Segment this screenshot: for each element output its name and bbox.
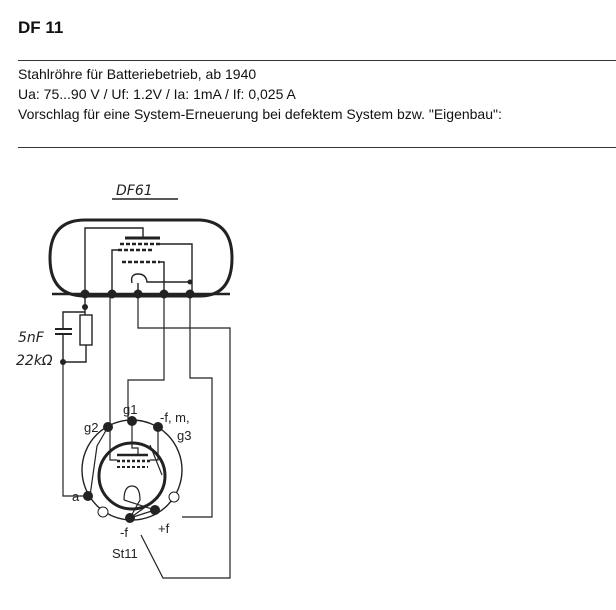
pin-label-fm: -f, m, — [160, 410, 190, 425]
tube-pins — [60, 279, 195, 365]
df61-tube-envelope — [48, 218, 234, 298]
capacitor-label: 5nF — [18, 330, 45, 346]
resistor-label: 22kΩ — [16, 353, 53, 369]
connection-wires — [62, 294, 231, 579]
description-line-2: Ua: 75...90 V / Uf: 1.2V / Ia: 1mA / If:… — [18, 86, 296, 102]
pin-label-g2: g2 — [84, 420, 98, 435]
description-line-3: Vorschlag für eine System-Erneuerung bei… — [18, 106, 502, 122]
tube-label: DF61 — [116, 183, 153, 199]
df61-electrode-system — [84, 227, 193, 294]
description-line-1: Stahlröhre für Batteriebetrieb, ab 1940 — [18, 66, 257, 82]
socket-tube-outline — [97, 441, 167, 511]
socket-pins — [83, 416, 180, 523]
rc-network — [55, 294, 93, 363]
pin-label-minus-f: -f — [120, 525, 128, 540]
divider-bottom — [18, 147, 616, 148]
divider-top — [18, 60, 616, 61]
pin-label-g1: g1 — [123, 402, 137, 417]
pin-label-plus-f: +f — [158, 521, 170, 536]
resistor — [79, 314, 93, 346]
pin-label-a: a — [72, 489, 80, 504]
socket-system — [89, 421, 163, 519]
pin-label-g3: g3 — [177, 428, 191, 443]
page-title: DF 11 — [18, 18, 64, 37]
socket-label: St11 — [112, 546, 138, 561]
